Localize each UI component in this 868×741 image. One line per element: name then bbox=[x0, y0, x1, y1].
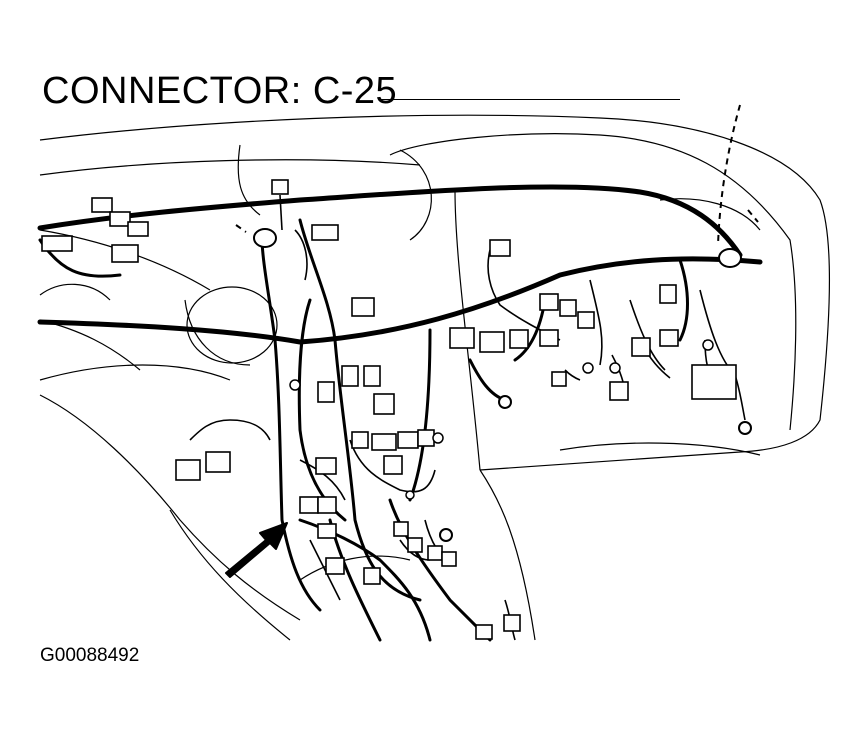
connector-block bbox=[363, 365, 381, 387]
connector-block bbox=[373, 393, 395, 415]
bulb-sockets bbox=[289, 339, 714, 500]
connector-block bbox=[397, 431, 419, 449]
connector-block bbox=[311, 224, 339, 241]
title-underline bbox=[380, 99, 680, 100]
dashboard-outline bbox=[39, 114, 831, 641]
connector-block bbox=[427, 545, 443, 561]
connector-block bbox=[341, 365, 359, 387]
connector-block bbox=[475, 624, 493, 640]
connector-block bbox=[271, 179, 289, 195]
connector-block bbox=[539, 293, 559, 311]
diagram-title: CONNECTOR: C-25 bbox=[42, 70, 398, 112]
connector-block bbox=[417, 429, 435, 447]
connector-block bbox=[317, 523, 337, 539]
main-harness bbox=[37, 184, 763, 345]
connector-block bbox=[503, 614, 521, 632]
connector-block bbox=[539, 329, 559, 347]
connector-block bbox=[41, 235, 73, 252]
connector-block bbox=[383, 455, 403, 475]
connector-block bbox=[205, 451, 231, 473]
connectors bbox=[41, 179, 737, 640]
connector-block bbox=[127, 221, 149, 237]
connector-block bbox=[351, 431, 369, 449]
grommets bbox=[253, 228, 752, 542]
connector-block bbox=[659, 284, 677, 304]
connector-block bbox=[407, 537, 423, 553]
connector-block bbox=[317, 496, 337, 514]
connector-block bbox=[363, 567, 381, 585]
connector-c25 bbox=[299, 496, 319, 514]
connector-block bbox=[449, 327, 475, 349]
connector-block bbox=[509, 329, 529, 349]
figure-id: G00088492 bbox=[40, 645, 140, 666]
connector-block bbox=[91, 197, 113, 213]
indicator-arrow-icon bbox=[225, 522, 288, 578]
connector-block bbox=[577, 311, 595, 329]
connector-block bbox=[551, 371, 567, 387]
connector-block bbox=[317, 381, 335, 403]
connector-block bbox=[393, 521, 409, 537]
connector-block bbox=[659, 329, 679, 347]
connector-block bbox=[351, 297, 375, 317]
connector-block bbox=[489, 239, 511, 257]
dashed-line bbox=[235, 104, 759, 246]
connector-block bbox=[479, 331, 505, 353]
relay-block bbox=[691, 364, 737, 400]
connector-block bbox=[109, 211, 131, 227]
connector-block bbox=[441, 551, 457, 567]
connector-block bbox=[175, 459, 201, 481]
connector-block bbox=[559, 299, 577, 317]
connector-block bbox=[325, 557, 345, 575]
connector-block bbox=[609, 381, 629, 401]
connector-block bbox=[111, 244, 139, 263]
connector-block bbox=[631, 337, 651, 357]
connector-block bbox=[371, 433, 397, 451]
connector-block bbox=[315, 457, 337, 475]
